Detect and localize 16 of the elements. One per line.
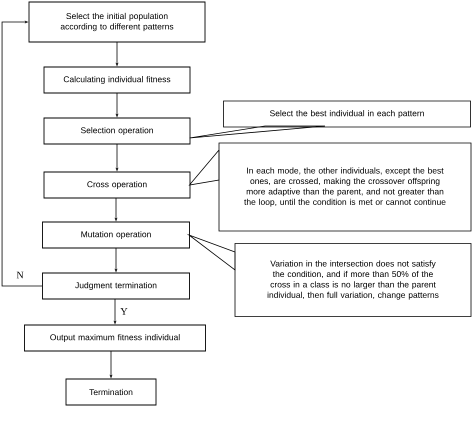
process-box: Cross operation	[44, 172, 190, 198]
callout-box: In each mode, the other individuals, except the best ones, are crossed, making the crossover offspring more adaptive than the parent, and not greater than the loop, until the condition is met or cannot continue	[218, 142, 472, 232]
process-box: Selection operation	[44, 118, 190, 144]
edge-label: N	[15, 270, 25, 280]
process-box: Judgment termination	[42, 272, 190, 300]
process-box: Mutation operation	[42, 222, 190, 248]
process-box: Calculating individual fitness	[44, 66, 190, 94]
process-box: Termination	[66, 378, 156, 406]
process-box: Output maximum fitness individual	[24, 324, 206, 352]
leader-line	[189, 126, 326, 138]
leader-line	[186, 234, 236, 271]
process-box: Select the initial population according to different patterns	[28, 2, 206, 42]
callout-box: Variation in the intersection does not satisfy the condition, and if more than 50% of the cross in a class is no larger than the parent individual, then full variation, change patterns	[234, 243, 472, 317]
edge-label: Y	[119, 307, 129, 316]
callout-box: Select the best individual in each pattern	[223, 100, 471, 128]
loop-arrow	[2, 20, 42, 286]
